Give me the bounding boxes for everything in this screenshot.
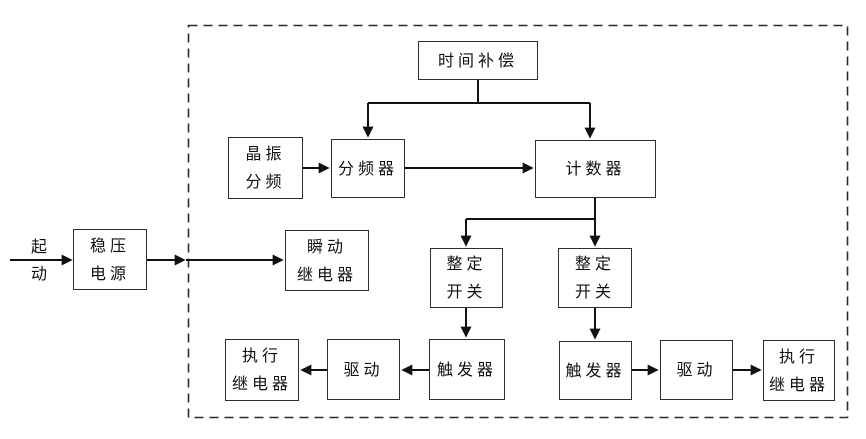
- block-regulated-power-supply: 稳压 电源: [73, 229, 147, 290]
- block-drive-right: 驱动: [660, 340, 733, 400]
- block-instant-relay: 瞬动 继电器: [285, 230, 369, 291]
- block-crystal-osc-divider: 晶振 分频: [228, 137, 303, 199]
- block-drive-left: 驱动: [327, 339, 400, 400]
- block-exec-relay-left: 执行 继电器: [225, 339, 299, 401]
- block-trigger-right: 触发器: [559, 341, 632, 400]
- block-exec-relay-right: 执行 继电器: [763, 340, 835, 401]
- block-setting-switch-right: 整定 开关: [558, 248, 632, 308]
- block-setting-switch-left: 整定 开关: [430, 248, 503, 308]
- block-trigger-left: 触发器: [429, 339, 505, 400]
- block-counter: 计数器: [535, 140, 656, 198]
- start-label: 起 动: [30, 237, 49, 283]
- block-frequency-divider: 分频器: [331, 139, 405, 198]
- block-time-compensation: 时间补偿: [418, 41, 538, 80]
- dashed-boundary: [187, 24, 849, 419]
